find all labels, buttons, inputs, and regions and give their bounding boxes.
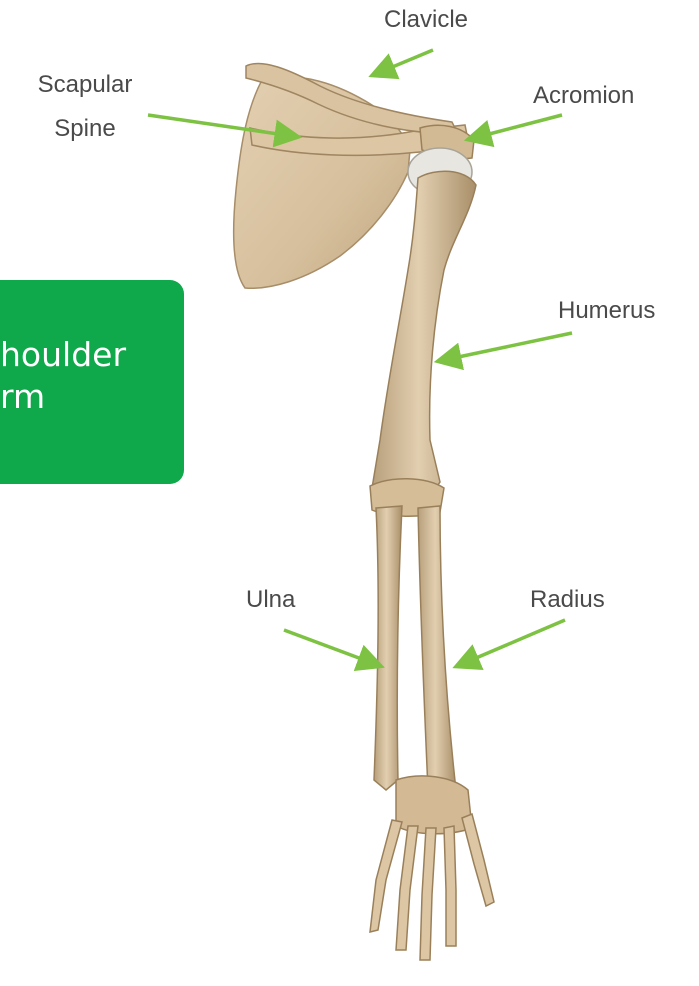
label-humerus: Humerus [558, 296, 655, 326]
arrow-radius [462, 620, 565, 664]
label-scapular-spine-line-2: Spine [10, 114, 160, 144]
label-radius: Radius [530, 585, 605, 615]
arrow-acromion [474, 115, 562, 138]
label-scapular-spine-line-1: Scapular [10, 70, 160, 100]
label-acromion: Acromion [533, 81, 634, 111]
arrow-humerus [444, 333, 572, 360]
arrow-clavicle [378, 50, 433, 73]
arrow-scapular-spine [148, 115, 292, 136]
label-clavicle: Clavicle [384, 5, 468, 35]
arrow-ulna [284, 630, 375, 664]
label-ulna: Ulna [246, 585, 295, 615]
